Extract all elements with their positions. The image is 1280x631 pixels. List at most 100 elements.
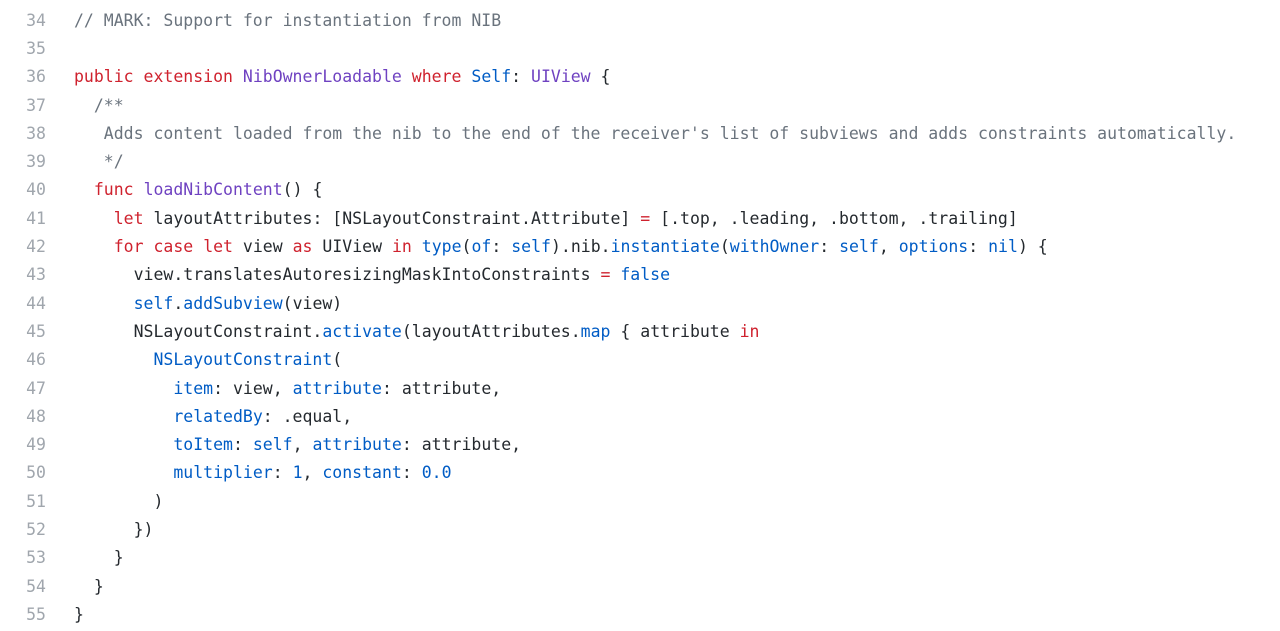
code-token: where [411,67,462,87]
line-code: toItem: self, attribute: attribute, [46,435,521,454]
code-line[interactable]: 38 Adds content loaded from the nib to t… [0,119,1280,147]
code-token: instantiate [610,237,720,257]
code-token: Adds content loaded from the nib to the … [74,123,1237,143]
code-line[interactable]: 45 NSLayoutConstraint.activate(layoutAtt… [0,317,1280,345]
line-code: // MARK: Support for instantiation from … [46,11,501,30]
code-token: ) [74,491,164,511]
line-number: 34 [26,10,46,30]
line-code: }) [46,520,154,539]
code-line[interactable]: 50 multiplier: 1, constant: 0.0 [0,459,1280,487]
line-code: self.addSubview(view) [46,293,343,313]
code-token: /** [74,95,124,115]
code-token: addSubview [183,293,283,313]
code-line[interactable]: 44 self.addSubview(view) [0,289,1280,317]
code-line[interactable]: 40 func loadNibContent() { [0,176,1280,204]
code-token [74,180,94,199]
code-line[interactable]: 49 toItem: self, attribute: attribute, [0,430,1280,458]
code-line[interactable]: 39 */ [0,147,1280,175]
code-token: ( [332,350,343,370]
code-token: item [173,378,214,398]
line-number: 38 [26,123,46,143]
code-token: } [74,548,124,568]
code-line[interactable]: 37 /** [0,91,1280,119]
code-token: : [232,435,253,455]
code-line[interactable]: 47 item: view, attribute: attribute, [0,374,1280,402]
line-code: } [46,577,104,596]
code-token: in [391,237,412,257]
code-line[interactable]: 35 [0,34,1280,62]
line-code: ) [46,492,163,511]
code-token: : [401,463,422,483]
line-code: func loadNibContent() { [46,180,323,200]
code-token [74,294,134,313]
code-line[interactable]: 43 view.translatesAutoresizingMaskIntoCo… [0,261,1280,289]
code-token [134,180,144,199]
code-line[interactable]: 54 } [0,572,1280,600]
line-code: relatedBy: .equal, [46,407,352,426]
code-line[interactable]: 52 }) [0,515,1280,543]
line-number: 51 [26,491,46,511]
line-number: 54 [26,576,46,596]
line-number: 42 [26,237,46,257]
line-code: view.translatesAutoresizingMaskIntoConst… [46,265,670,284]
line-code: public extension NibOwnerLoadable where … [46,67,611,86]
code-token [193,237,203,256]
code-line[interactable]: 34// MARK: Support for instantiation fro… [0,6,1280,34]
code-token: = [640,208,651,228]
code-token [134,67,144,86]
code-token: . [173,293,184,313]
code-line[interactable]: 55} [0,600,1280,628]
code-token: case [153,237,194,257]
code-line[interactable]: 46 NSLayoutConstraint( [0,346,1280,374]
code-token: : .equal, [262,406,353,426]
code-token [610,265,620,284]
code-token: } [74,604,84,624]
code-token: : [819,237,840,257]
code-token: view [233,237,293,257]
code-token: (view) [282,293,343,313]
line-number: 45 [26,321,46,341]
code-token: , [878,237,899,257]
line-code: Adds content loaded from the nib to the … [46,124,1236,143]
line-number: 43 [26,265,46,285]
code-token: , [302,463,323,483]
code-line[interactable]: 48 relatedBy: .equal, [0,402,1280,430]
line-number: 36 [26,67,46,87]
code-token: toItem [173,435,233,455]
line-code: item: view, attribute: attribute, [46,379,501,398]
line-number: 50 [26,463,46,483]
line-number: 55 [26,604,46,624]
code-token: of [471,237,492,257]
code-token: attribute [312,435,402,455]
code-line[interactable]: 53 } [0,544,1280,572]
code-token [74,435,173,454]
code-token: 0.0 [421,463,452,483]
code-token: : attribute, [401,435,522,455]
code-token: NSLayoutConstraint. [74,321,323,341]
line-code: NSLayoutConstraint.activate(layoutAttrib… [46,321,760,341]
code-token: = [600,265,611,285]
code-token: as [292,237,313,257]
code-line[interactable]: 41 let layoutAttributes: [NSLayoutConstr… [0,204,1280,232]
code-token: attribute [292,378,382,398]
code-token: () { [282,180,323,200]
line-number: 35 [26,38,46,58]
code-token: ) { [1017,237,1048,257]
code-token: self [511,237,551,257]
code-token: for [113,237,144,257]
line-code: */ [46,152,124,171]
line-number: 46 [26,350,46,370]
code-token: self [252,435,293,455]
line-code: for case let view as UIView in type(of: … [46,237,1048,256]
code-line[interactable]: 51 ) [0,487,1280,515]
code-token: UIView [312,237,392,257]
code-token: Self [471,67,512,87]
code-token [412,237,422,256]
line-number: 40 [26,180,46,200]
code-token: , [292,435,313,455]
line-code: } [46,605,84,624]
code-line[interactable]: 42 for case let view as UIView in type(o… [0,232,1280,260]
code-token: view.translatesAutoresizingMaskIntoConst… [74,265,601,285]
